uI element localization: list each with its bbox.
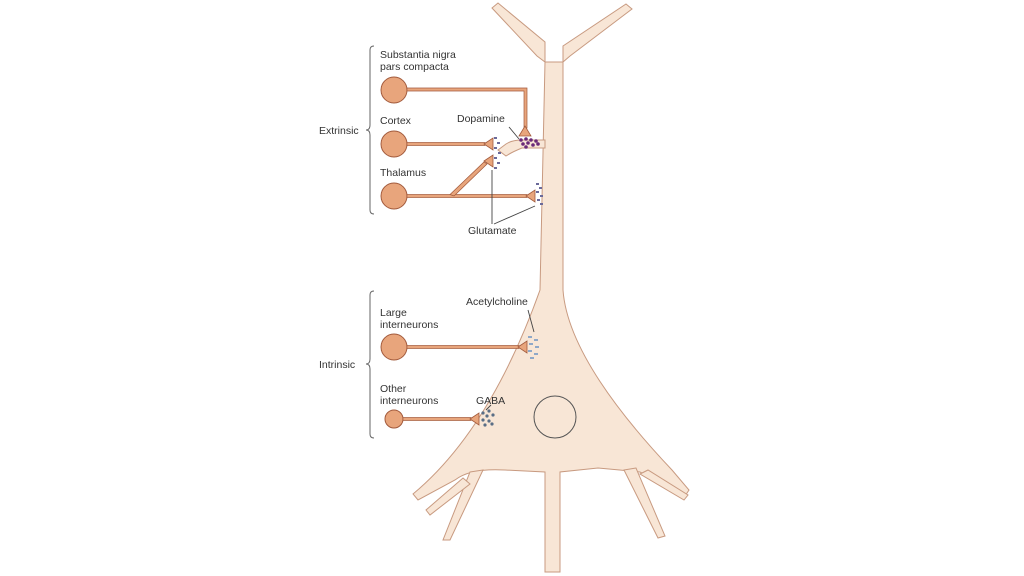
input-cells [380, 76, 536, 429]
other-interneuron-cell [384, 409, 404, 429]
gaba-terminal [469, 412, 480, 426]
acetylcholine-vesicles [528, 336, 539, 359]
thalamus-terminal-upper [483, 154, 494, 168]
gaba-label: GABA [476, 395, 505, 407]
other-interneuron-axon [402, 417, 472, 421]
acetylcholine-leader [527, 309, 535, 333]
neuron-dendrite-bottom-right-a [623, 467, 666, 539]
neuron-nucleus [533, 395, 577, 439]
target-neuron [412, 2, 690, 573]
thalamus-axon [406, 194, 528, 198]
extrinsic-bracket [365, 45, 375, 215]
dopamine-leader [508, 126, 520, 140]
extrinsic-label: Extrinsic [319, 125, 359, 137]
glutamate-leader-thalamus [493, 205, 536, 225]
thalamus-axon-branch [449, 161, 488, 197]
dopamine-label: Dopamine [457, 113, 505, 125]
acetylcholine-terminal [517, 340, 528, 354]
large-interneurons-label-line1: Large [380, 307, 407, 319]
gaba-vesicles [481, 409, 495, 427]
glutamate-label: Glutamate [468, 225, 517, 237]
thalamus-cell [380, 182, 408, 210]
acetylcholine-label: Acetylcholine [466, 296, 528, 308]
substantia-nigra-label-line2: pars compacta [380, 61, 449, 73]
gaba-leader [485, 404, 492, 411]
large-interneurons-label-line2: interneurons [380, 319, 438, 331]
glutamate-vesicles-cortex [494, 137, 501, 169]
dopamine-terminal [518, 125, 532, 137]
glutamate-vesicles-thalamus [536, 183, 543, 205]
large-interneuron-axon [406, 345, 520, 349]
neuron-dendrite-bottom-left-a [442, 469, 484, 541]
intrinsic-bracket [365, 290, 375, 439]
dopamine-vesicles [519, 137, 540, 149]
cortex-axon [406, 142, 486, 146]
cortex-label: Cortex [380, 115, 412, 127]
cortex-terminal [483, 137, 494, 151]
neuron-dendrite-bottom-left-b [425, 477, 471, 516]
thalamus-label: Thalamus [380, 167, 426, 179]
neuron-body [412, 61, 690, 573]
cortex-cell [380, 130, 408, 158]
substantia-nigra-cell [380, 76, 408, 104]
substantia-nigra-label-line1: Substantia nigra [380, 49, 456, 61]
neuron-dendrite-top-right [562, 3, 633, 64]
neuron-dendrite-top-left [491, 2, 546, 63]
intrinsic-label: Intrinsic [319, 359, 355, 371]
thalamus-terminal-lower [525, 189, 536, 203]
other-interneurons-label-line1: Other [380, 383, 407, 395]
neuron-dendrite-bottom-right-b [638, 469, 689, 501]
large-interneuron-cell [380, 333, 408, 361]
other-interneurons-label-line2: interneurons [380, 395, 438, 407]
